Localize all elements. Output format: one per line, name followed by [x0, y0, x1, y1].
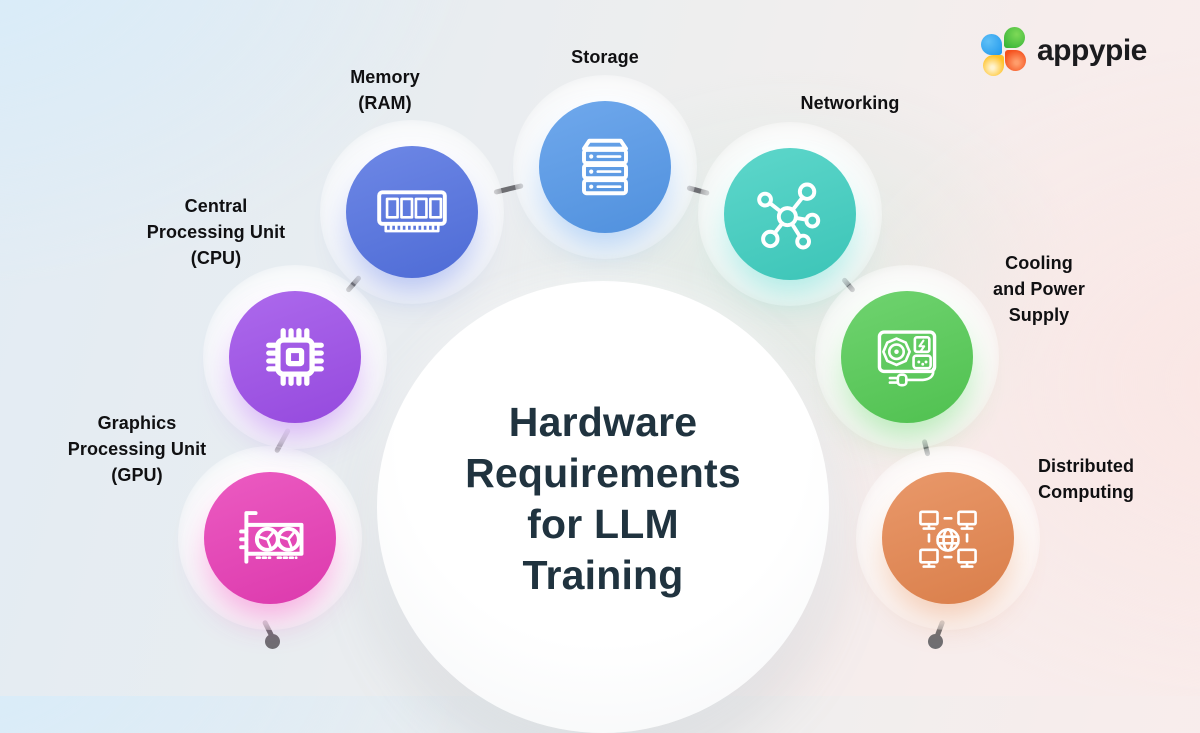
node-cpu-circle — [229, 291, 361, 423]
node-cooling — [815, 265, 999, 449]
node-ram-circle — [346, 146, 478, 278]
node-gpu-label: Graphics Processing Unit (GPU) — [67, 413, 207, 485]
node-cpu-label: Central Processing Unit (CPU) — [146, 196, 286, 268]
brand-logo: appypie — [981, 27, 1147, 76]
brand-logo-text: appypie — [1037, 34, 1147, 67]
power-supply-icon — [877, 330, 937, 387]
ram-stick-icon — [377, 190, 447, 233]
appypie-logo-icon — [981, 27, 1027, 76]
logo-petal-orange — [1005, 50, 1026, 71]
node-storage-circle — [539, 101, 671, 233]
node-storage-label: Storage — [571, 47, 639, 67]
connector-end-dot-left — [265, 634, 280, 649]
logo-petal-blue — [981, 34, 1002, 55]
node-distributed — [856, 446, 1040, 630]
node-gpu-circle — [204, 472, 336, 604]
node-ram-label: Memory (RAM) — [350, 67, 420, 113]
page-title: Hardware Requirements for LLM Training — [465, 399, 741, 598]
center-circle: Hardware Requirements for LLM Training — [377, 281, 829, 733]
node-networking-label: Networking — [800, 93, 900, 113]
node-distributed-circle — [882, 472, 1014, 604]
node-cooling-circle — [841, 291, 973, 423]
connector-end-dot-right — [928, 634, 943, 649]
node-networking-circle — [724, 148, 856, 280]
node-networking — [698, 122, 882, 306]
node-storage — [513, 75, 697, 259]
cpu-chip-icon — [266, 328, 324, 386]
node-ram — [320, 120, 504, 304]
node-gpu — [178, 446, 362, 630]
logo-petal-yellow — [983, 55, 1004, 76]
gpu-card-icon — [239, 511, 304, 564]
network-hub-icon — [757, 182, 821, 250]
distributed-computing-icon — [919, 510, 977, 568]
node-cooling-label: Cooling and Power Supply — [993, 253, 1085, 325]
node-distributed-label: Distributed Computing — [1037, 456, 1135, 502]
storage-server-icon — [582, 138, 628, 196]
infographic-canvas: Hardware Requirements for LLM Training — [67, 27, 1147, 733]
node-cpu — [203, 265, 387, 449]
logo-petal-green — [1004, 27, 1025, 48]
